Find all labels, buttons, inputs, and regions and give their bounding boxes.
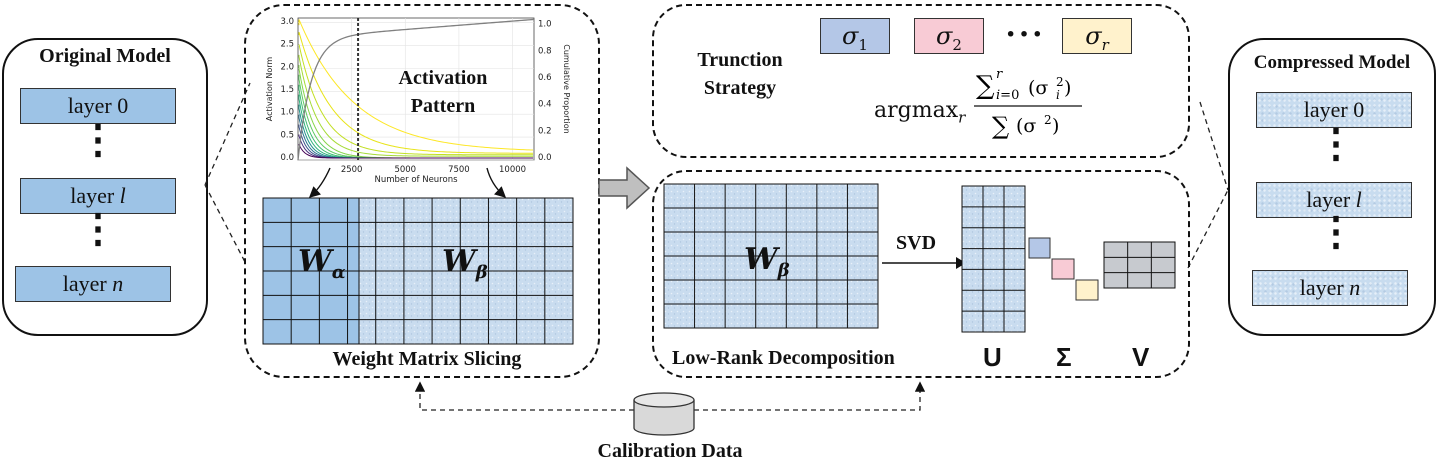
original-layer-l: layer l xyxy=(20,178,176,214)
x-tick: 10000 xyxy=(499,165,526,175)
activation-pattern-label: Activation Pattern xyxy=(398,67,488,117)
x-axis-label: Number of Neurons xyxy=(374,175,458,185)
svg-text:i: i xyxy=(1056,88,1060,102)
svg-text:∑: ∑ xyxy=(992,112,1009,140)
activation-curve xyxy=(298,144,533,159)
activation-curve xyxy=(298,31,534,154)
compressed-layer-0: layer 0 xyxy=(1256,92,1412,128)
sigma-2-box: σ2 xyxy=(914,18,984,54)
y-left-tick: 2.5 xyxy=(280,40,294,50)
svg-text:): ) xyxy=(1064,77,1071,99)
y-left-tick: 2.0 xyxy=(280,62,294,72)
x-tick: 2500 xyxy=(341,165,363,175)
svg-text:i=0: i=0 xyxy=(996,88,1019,103)
sigma-ellipsis: ··· xyxy=(1005,16,1046,53)
y-right-tick: 0.6 xyxy=(538,73,552,83)
y-right-label: Cumulative Proportion xyxy=(562,44,571,133)
flow-arrow xyxy=(598,166,651,210)
sigma-1-box: σ1 xyxy=(820,18,890,54)
lowrank-title: Low-Rank Decomposition xyxy=(672,347,895,369)
compressed-model-title: Compressed Model xyxy=(1253,52,1411,73)
y-right-tick: 0.2 xyxy=(538,126,552,136)
original-layer-0: layer 0 xyxy=(20,88,176,124)
y-left-tick: 3.0 xyxy=(280,17,294,27)
u-matrix xyxy=(961,185,1026,333)
svd-label: SVD xyxy=(896,232,937,254)
w-alpha-label: Wα xyxy=(298,244,346,283)
sigma-r-box: σr xyxy=(1062,18,1132,54)
y-left-tick: 1.5 xyxy=(280,85,294,95)
y-right-tick: 0.0 xyxy=(538,153,552,163)
slicing-title: Weight Matrix Slicing xyxy=(332,348,522,370)
truncation-panel xyxy=(652,4,1190,158)
lowrank-w-beta-label: Wβ xyxy=(744,242,790,281)
argmax-formula: argmaxr xyxy=(874,98,966,127)
database-icon xyxy=(633,392,695,436)
activation-curve xyxy=(298,19,534,151)
svg-text:∑: ∑ xyxy=(976,71,995,101)
original-layer-n: layer n xyxy=(15,266,171,302)
svd-arrow xyxy=(882,257,966,269)
svg-text:(σ: (σ xyxy=(1016,115,1036,137)
compressed-layer-l: layer l xyxy=(1256,182,1412,218)
v-matrix xyxy=(1103,241,1176,289)
svg-text:r: r xyxy=(996,67,1003,82)
x-tick: 7500 xyxy=(448,165,470,175)
y-left-tick: 0.5 xyxy=(280,130,294,140)
truncation-title: Trunction Strategy xyxy=(697,49,783,99)
svg-text:): ) xyxy=(1052,115,1059,137)
original-model-title: Original Model xyxy=(39,45,171,67)
w-beta-label: Wβ xyxy=(442,244,488,283)
calibration-label: Calibration Data xyxy=(597,440,743,462)
svg-text:2: 2 xyxy=(1044,113,1052,127)
y-left-tick: 0.0 xyxy=(280,153,294,163)
cumulative-curve xyxy=(297,18,535,161)
w-beta-matrix xyxy=(663,183,879,329)
svg-text:2: 2 xyxy=(1056,75,1064,89)
y-right-tick: 1.0 xyxy=(538,20,552,30)
lowrank-panel xyxy=(652,170,1190,378)
svg-text:(σ: (σ xyxy=(1028,77,1048,99)
sigma-label: Σ xyxy=(1056,342,1072,372)
activation-chart: 0.0 0.5 1.0 1.5 2.0 2.5 3.0 0.0 0.2 0.4 0.6 0.8 1.0 2… xyxy=(265,17,571,185)
fraction-formula: ∑ r i=0 (σ 2 i ) ∑ (σ 2 ) xyxy=(974,67,1082,140)
x-tick: 5000 xyxy=(394,165,416,175)
weight-matrix xyxy=(262,197,574,345)
activation-curve xyxy=(298,44,533,156)
sigma-diagonal xyxy=(1028,237,1099,301)
u-label: U xyxy=(983,342,1002,372)
y-left-tick: 1.0 xyxy=(280,108,294,118)
activation-curve xyxy=(298,54,533,157)
compressed-layer-n: layer n xyxy=(1252,270,1408,306)
v-label: V xyxy=(1132,342,1150,372)
y-right-tick: 0.8 xyxy=(538,46,552,56)
y-left-label: Activation Norm xyxy=(265,57,274,122)
y-right-tick: 0.4 xyxy=(538,100,552,110)
